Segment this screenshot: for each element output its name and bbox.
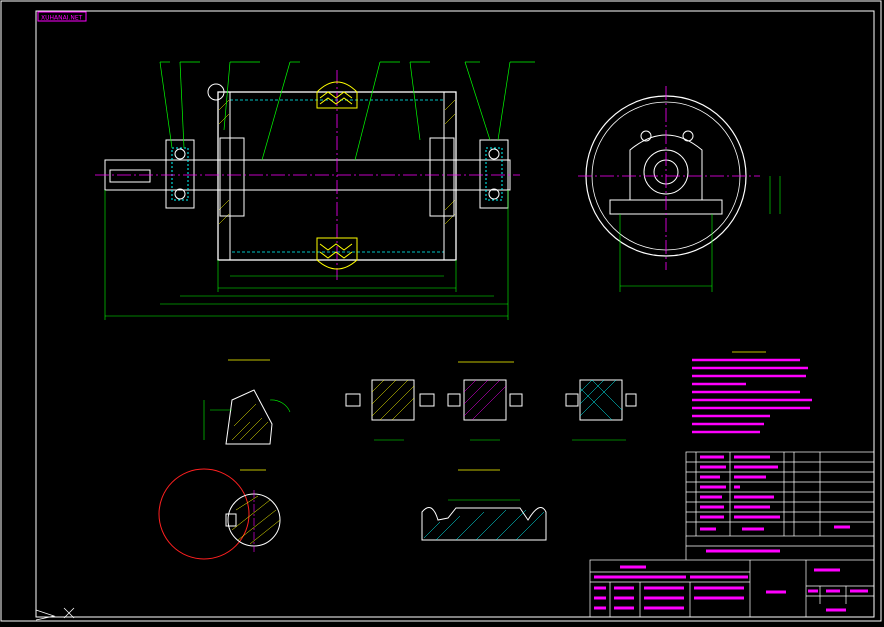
rubber-lagging-bottom: [316, 237, 358, 270]
right-bearing-housing: [479, 139, 509, 209]
title-block: [589, 536, 875, 618]
section-samples: [345, 361, 637, 441]
technical-notes: [692, 351, 812, 434]
key-section: [158, 468, 281, 560]
left-hub: [219, 137, 245, 217]
side-dimensions: [619, 176, 781, 292]
weld-symbol-icon: [207, 83, 225, 101]
sample-1: [345, 379, 435, 421]
leader-lines: [159, 61, 535, 161]
rubber-profile: [421, 469, 547, 541]
bearing-housing-icon: [165, 139, 195, 209]
detail-weld: [203, 359, 291, 445]
red-circle: [158, 468, 250, 560]
section-arrow-icon: [35, 607, 75, 621]
inner-frame: [35, 10, 875, 618]
keyway: [109, 169, 151, 183]
title-text: [594, 549, 868, 612]
right-hub: [429, 137, 455, 217]
corner-tag: XUHANAI.NET: [37, 11, 87, 22]
parts-list: [685, 451, 875, 537]
sample-2: [447, 379, 523, 421]
front-view: [95, 61, 535, 320]
side-view: [578, 86, 781, 292]
right-end-plate: [443, 91, 457, 261]
notes-lines: [692, 358, 812, 434]
corner-tag-text: XUHANAI.NET: [41, 15, 83, 22]
rubber-lagging-top: [316, 81, 358, 109]
parts-text: [700, 455, 850, 531]
sample-3: [565, 379, 637, 421]
front-dimensions: [104, 190, 509, 320]
pillow-block: [629, 134, 703, 201]
end-plate-hatch: [218, 99, 456, 225]
